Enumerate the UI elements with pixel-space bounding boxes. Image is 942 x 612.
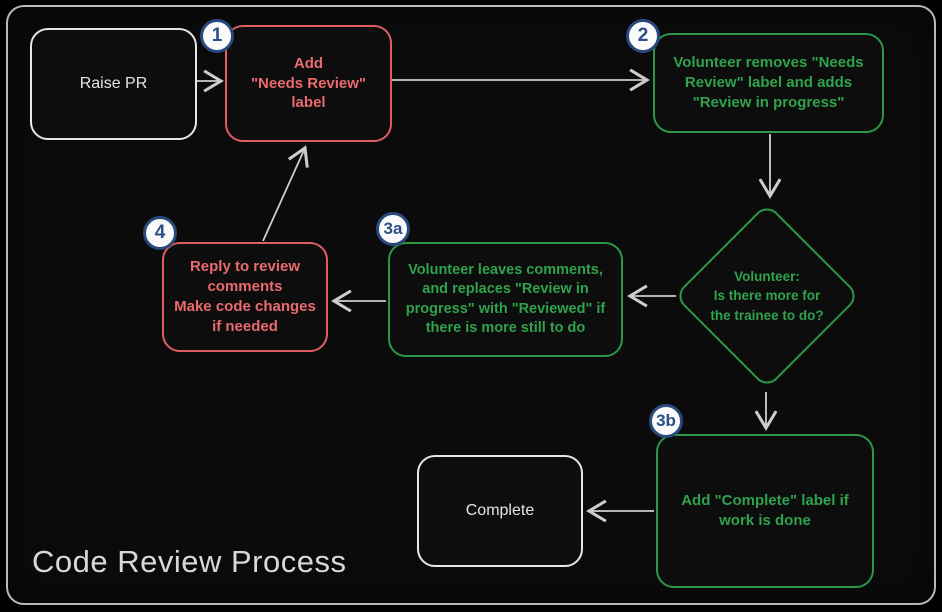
step-badge-3b: 3b — [649, 404, 683, 438]
step-badge-2: 2 — [626, 19, 660, 53]
node-volunteer-removes-text: Volunteer removes "Needs Review" label a… — [673, 54, 864, 111]
arrow-step4-to-step1 — [262, 145, 309, 242]
diagram-title: Code Review Process — [32, 544, 347, 579]
node-complete-label: Complete — [465, 502, 535, 520]
step-badge-1: 1 — [200, 19, 234, 53]
step-badge-3a: 3a — [376, 212, 410, 246]
node-raise-pr: Raise PR — [30, 28, 197, 140]
node-add-complete-label: Add "Complete" label if work is done — [656, 434, 874, 588]
node-complete: Complete — [417, 455, 583, 567]
node-volunteer-removes-label: Volunteer removes "Needs Review" label a… — [653, 33, 884, 133]
node-reply-to-review: Reply to review comments Make code chang… — [162, 242, 328, 352]
decision-diamond-label: Volunteer: Is there more for the trainee… — [710, 268, 824, 323]
node-volunteer-leaves-comments-text: Volunteer leaves comments, and replaces … — [405, 262, 606, 336]
node-add-needs-review-label: Add "Needs Review" label — [225, 25, 392, 142]
node-add-complete-text: Add "Complete" label if work is done — [681, 492, 849, 529]
node-raise-pr-label: Raise PR — [79, 75, 148, 93]
node-volunteer-leaves-comments: Volunteer leaves comments, and replaces … — [388, 242, 623, 357]
node-reply-to-review-text: Reply to review comments Make code chang… — [174, 258, 316, 335]
step-badge-4: 4 — [143, 216, 177, 250]
node-add-needs-review-text: Add "Needs Review" label — [250, 54, 367, 112]
